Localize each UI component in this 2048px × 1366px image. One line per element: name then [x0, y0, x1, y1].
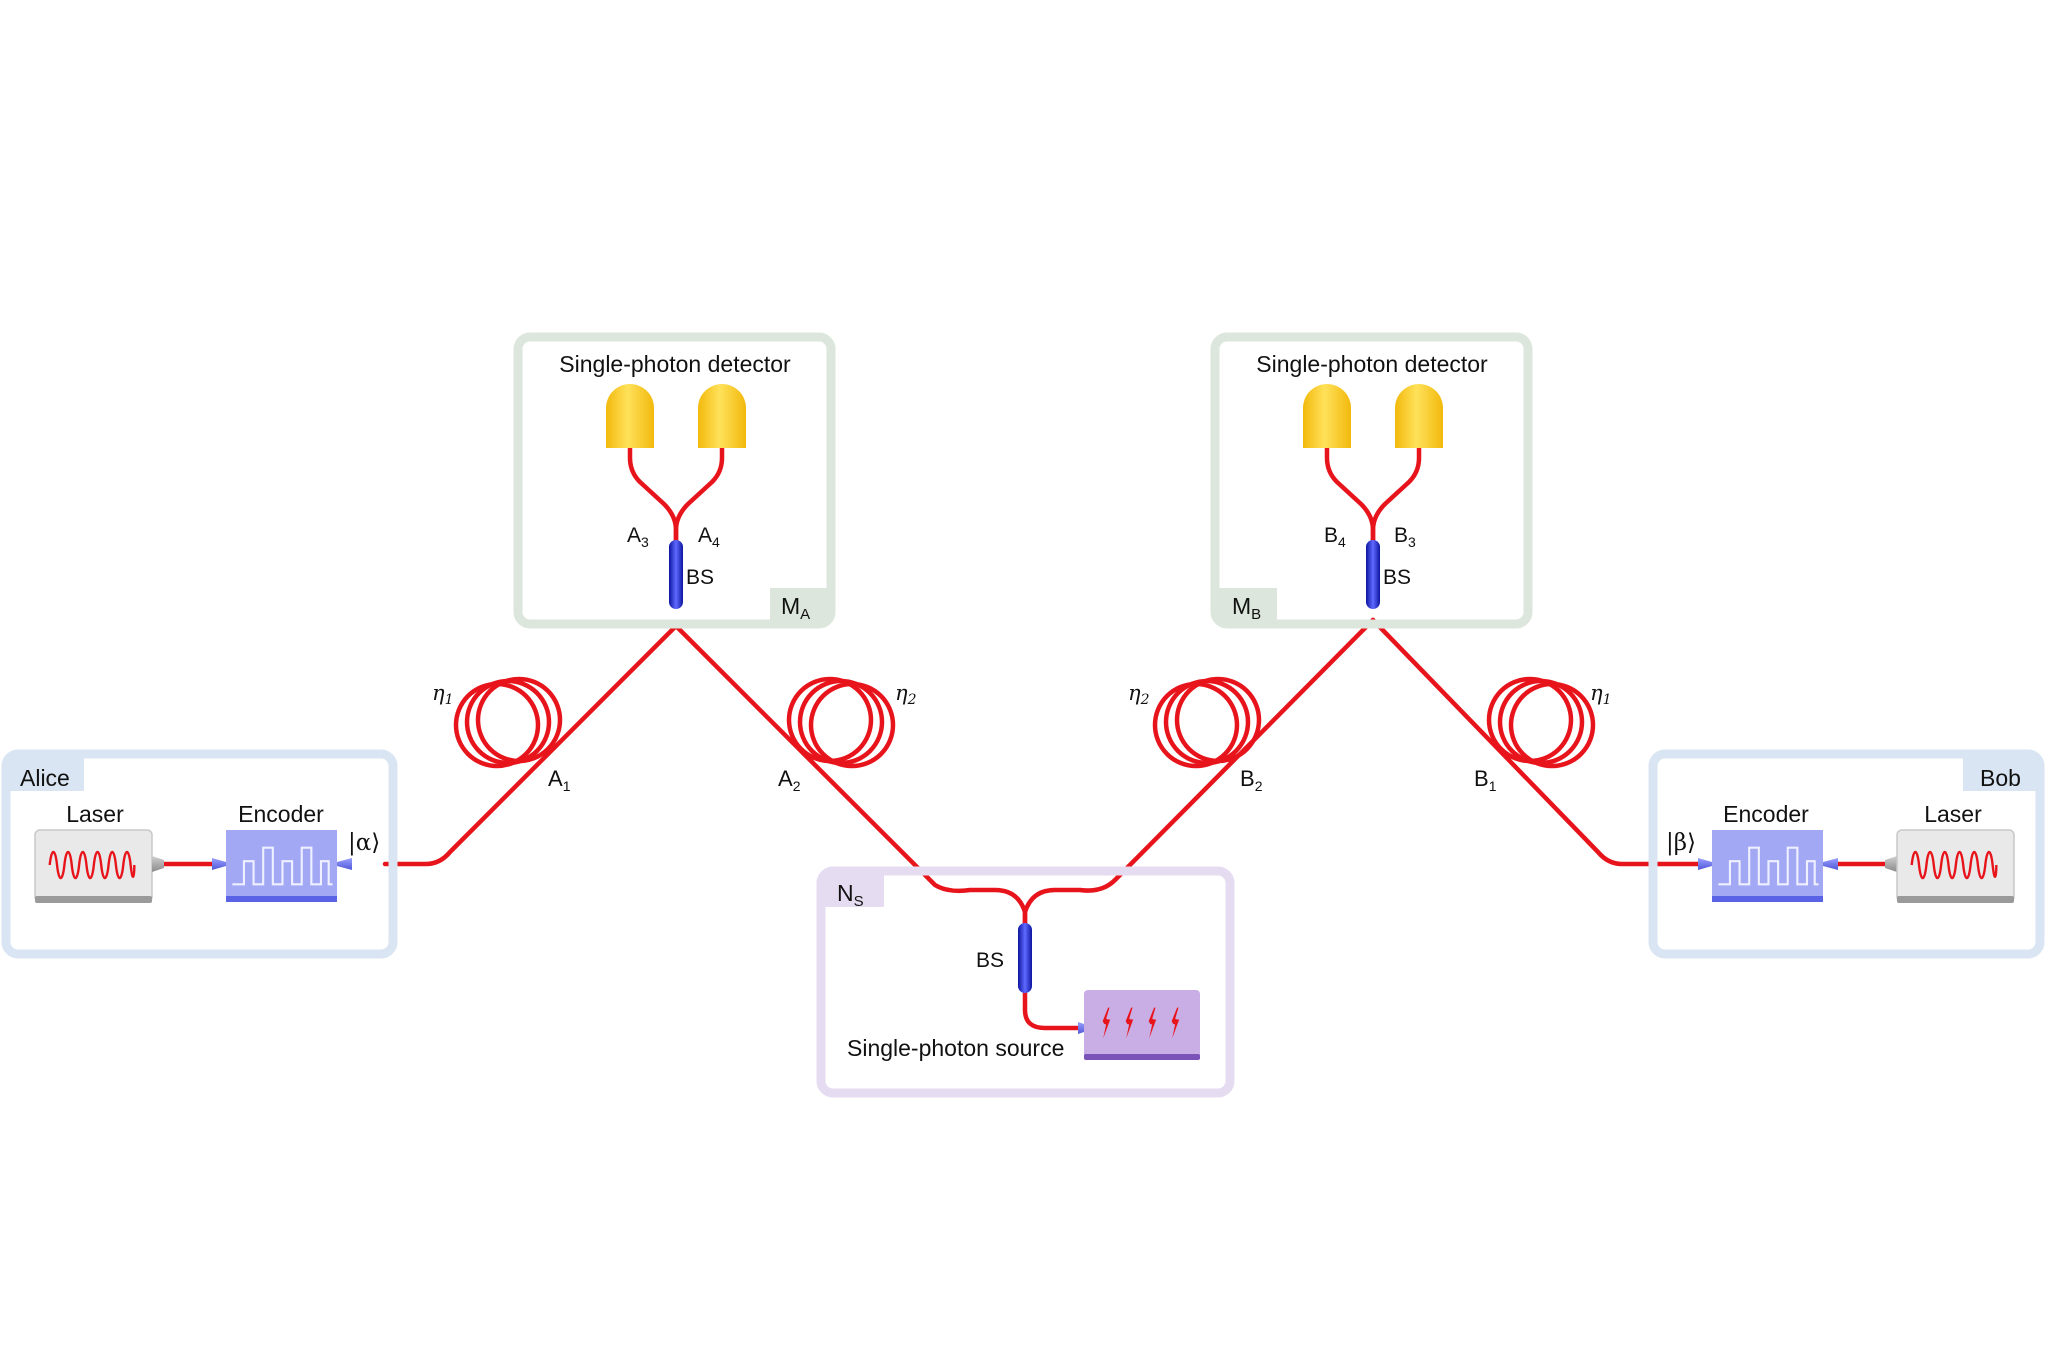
bob-tag-label: Bob — [1980, 765, 2021, 791]
port-a4-label: A4 — [698, 524, 720, 550]
alice-encoder-label: Encoder — [238, 801, 324, 827]
beam-splitter-b-label: BS — [1383, 566, 1411, 589]
measurement-b-title: Single-photon detector — [1256, 351, 1488, 377]
beam-splitter-b — [1366, 540, 1380, 609]
fiber-source — [1022, 987, 1088, 1031]
measurement-b-box — [1210, 332, 1533, 629]
beam-splitter-a-label: BS — [686, 566, 714, 589]
eta1-alice-label: η1 — [432, 681, 454, 708]
measurement-a-title: Single-photon detector — [559, 351, 791, 377]
fiber-b3 — [1370, 437, 1422, 548]
port-b3-label: B3 — [1394, 524, 1416, 550]
measurement-b-tag-label: MB — [1232, 593, 1261, 623]
fiber-spool-eta1-alice — [453, 676, 563, 769]
fiber-b1 — [1370, 617, 1709, 867]
port-a3-label: A3 — [627, 524, 649, 550]
detector-b3 — [1395, 384, 1443, 448]
fiber-a2 — [673, 623, 1028, 929]
bob-state-label: |β⟩ — [1666, 830, 1696, 856]
beam-splitter-source — [1018, 923, 1032, 993]
channel-labels: η1 A1 η2 A2 η2 B2 η1 B1 — [432, 681, 1612, 794]
bob-module: Bob |β⟩ Encoder Laser — [1648, 749, 2045, 959]
eta2-bob-label: η2 — [1128, 681, 1150, 708]
bob-tag — [1963, 758, 2036, 791]
fiber-a4 — [673, 437, 725, 548]
measurement-b-module: MB Single-photon detector B4 B3 BS — [1210, 332, 1533, 629]
port-b2-label: B2 — [1240, 766, 1263, 794]
fiber-a1 — [382, 623, 679, 867]
port-a1-label: A1 — [548, 766, 571, 794]
port-b1-label: B1 — [1474, 766, 1497, 794]
measurement-b-tag — [1219, 588, 1277, 620]
bob-encoder — [1698, 830, 1838, 902]
fiber-spool-eta2-alice — [786, 676, 896, 769]
beam-splitter-a — [669, 540, 683, 609]
port-b4-label: B4 — [1324, 524, 1346, 550]
beam-splitter-source-label: BS — [976, 949, 1004, 972]
measurement-a-tag — [770, 588, 827, 620]
bob-laser — [1885, 829, 2015, 903]
alice-tag-label: Alice — [20, 765, 70, 791]
detector-a4 — [698, 384, 746, 448]
single-photon-source-label: Single-photon source — [847, 1035, 1064, 1061]
eta1-bob-label: η1 — [1590, 681, 1612, 708]
alice-encoder — [212, 830, 352, 902]
port-a2-label: A2 — [778, 766, 801, 794]
source-node-module: NS BS Single-photon source — [816, 866, 1235, 1098]
fiber-spool-eta1-bob — [1486, 676, 1596, 769]
source-node-box — [816, 866, 1235, 1098]
eta2-alice-label: η2 — [895, 681, 917, 708]
bob-laser-label: Laser — [1924, 801, 1982, 827]
detector-b4 — [1303, 384, 1351, 448]
alice-box — [1, 749, 398, 959]
alice-module: Alice Laser Encoder |α⟩ — [1, 749, 398, 959]
measurement-a-module: MA Single-photon detector A3 A4 BS — [513, 332, 836, 629]
measurement-a-tag-label: MA — [781, 593, 810, 623]
alice-laser-label: Laser — [66, 801, 124, 827]
fiber-spool-eta2-bob — [1152, 676, 1262, 769]
single-photon-source — [1078, 990, 1200, 1060]
measurement-a-box — [513, 332, 836, 629]
source-node-tag — [825, 875, 884, 907]
bob-box — [1648, 749, 2045, 959]
alice-state-label: |α⟩ — [348, 830, 380, 856]
bob-encoder-label: Encoder — [1723, 801, 1809, 827]
detector-a3 — [606, 384, 654, 448]
fiber-b2 — [1022, 617, 1376, 929]
source-node-tag-label: NS — [837, 880, 864, 910]
alice-tag — [10, 758, 84, 791]
alice-laser — [34, 829, 164, 903]
